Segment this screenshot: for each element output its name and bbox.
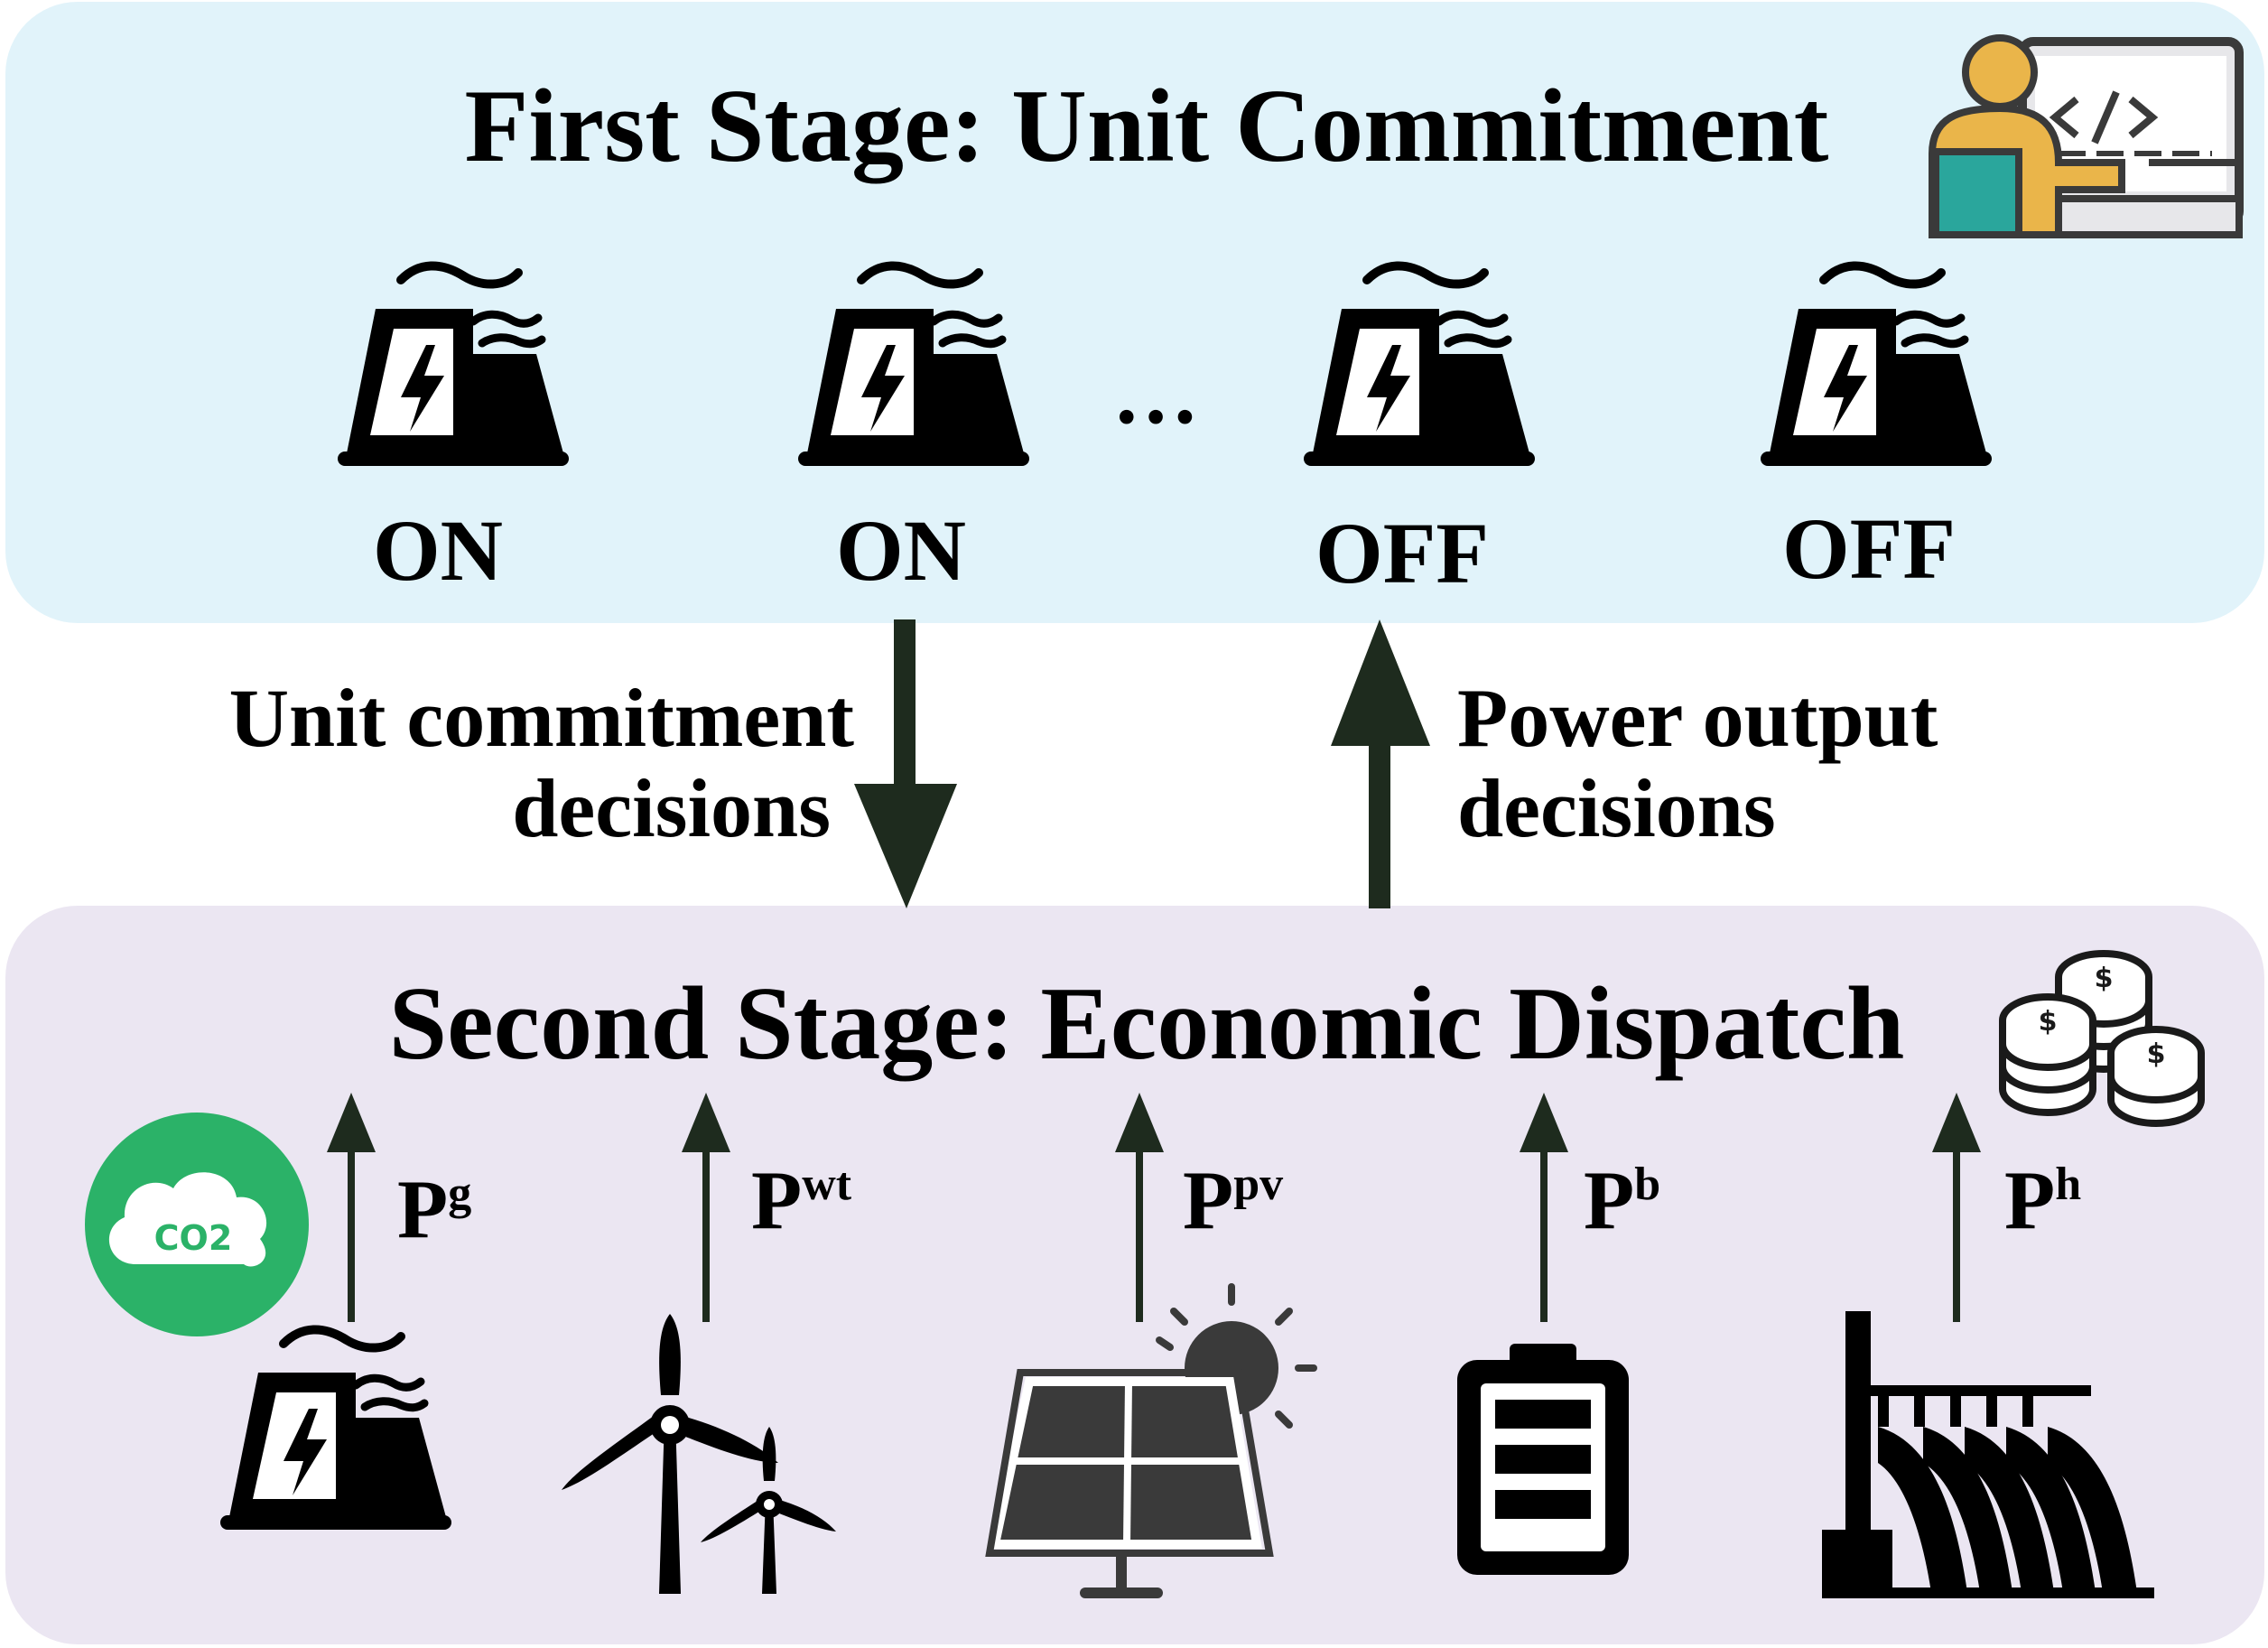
co2-badge-icon: CO2: [85, 1113, 309, 1336]
label-p-pv: Ppv: [1183, 1154, 1283, 1246]
solar-panel-icon: [985, 1283, 1317, 1598]
svg-text:$: $: [2147, 1038, 2166, 1070]
second-stage-panel: [5, 906, 2264, 1644]
battery-icon: [1457, 1344, 1629, 1575]
wind-turbine-icon: [562, 1314, 836, 1594]
hydro-dam-icon: [1822, 1311, 2154, 1598]
down-arrow: [854, 619, 957, 908]
second-stage-title: Second Stage: Economic Dispatch: [389, 966, 1905, 1082]
unit-2-status: ON: [836, 502, 966, 599]
up-arrow: [1331, 619, 1430, 908]
svg-text:$: $: [2095, 963, 2114, 994]
unit-1-status: ON: [373, 502, 503, 599]
label-p-h: Ph: [2004, 1154, 2081, 1246]
down-arrow-label-line1: Unit commitment: [229, 672, 855, 764]
svg-text:$: $: [2039, 1006, 2058, 1038]
label-p-wt: Pwt: [751, 1154, 852, 1246]
unit-4-status: OFF: [1782, 500, 1956, 597]
unit-ellipsis: …: [1112, 345, 1199, 442]
down-arrow-label-line2: decisions: [512, 762, 831, 854]
programmer-icon: [1929, 34, 2244, 238]
up-arrow-label-line2: decisions: [1457, 762, 1776, 854]
label-p-g: Pg: [397, 1163, 471, 1255]
coins-icon: $ $ $: [1999, 950, 2205, 1127]
source-arrows: [327, 1093, 1981, 1322]
co2-label: CO2: [154, 1218, 233, 1258]
unit-3-status: OFF: [1315, 505, 1489, 601]
first-stage-panel: [5, 2, 2264, 623]
up-arrow-label-line1: Power output: [1457, 672, 1938, 764]
label-p-b: Pb: [1584, 1154, 1660, 1246]
first-stage-title: First Stage: Unit Commitment: [465, 69, 1829, 184]
